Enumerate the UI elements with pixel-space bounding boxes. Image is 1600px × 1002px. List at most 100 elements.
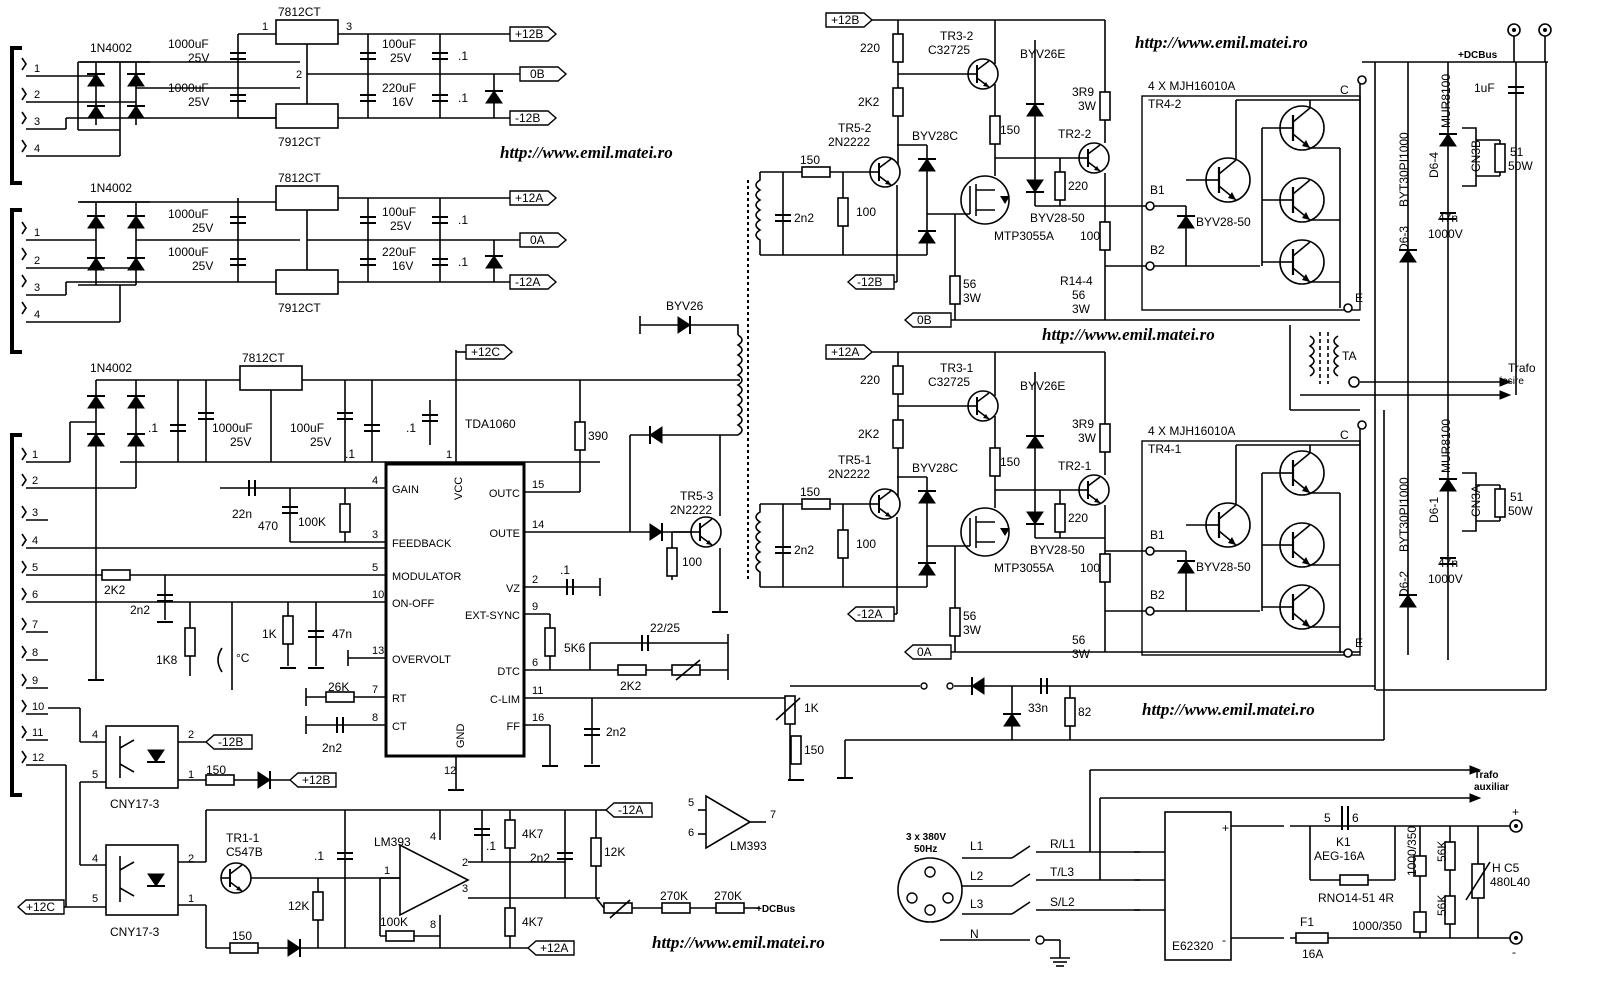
tr11-label: TR1-1 <box>226 831 260 845</box>
psu-a-section: 1N4002 1000uF 25V 1000uF 25V 7812CT 7912… <box>48 171 567 323</box>
r26k-label: 26K <box>328 680 349 694</box>
power-e-0: E <box>1355 291 1363 305</box>
main-conn-pin-10: 10 <box>32 701 44 713</box>
power-stage-tr4-1: 4 X MJH16010ATR4-1B1B2CEBYV28-50563WD6-1… <box>1072 419 1533 661</box>
r100k-label: 100K <box>298 515 326 529</box>
c2n2p-label: 2n2 <box>530 851 550 865</box>
power-r51w-1: 50W <box>1508 504 1533 518</box>
lm393-pin3: 3 <box>462 883 468 895</box>
power-name-1: TR4-1 <box>1148 442 1182 456</box>
psu-c-section: 1N4002 .1 1000uF 25V 7812CT 100uF 25V .1… <box>48 344 740 681</box>
c01-vz-label: .1 <box>560 563 570 577</box>
tda-right-pin-vz: VZ <box>506 583 520 595</box>
c-dec-c2: .1 <box>345 447 355 461</box>
r1k-label: 1K <box>262 627 277 641</box>
tda-left-pin-overvolt: OVERVOLT <box>392 654 451 666</box>
power-r14v-0: 56 <box>1072 288 1086 302</box>
c-in-a2-volt: 25V <box>192 259 213 273</box>
driver-r3r9w-1: 3W <box>1078 431 1097 445</box>
gnd-label: GND <box>455 724 467 749</box>
ntc-label: °C <box>236 651 250 665</box>
rail-p12b: +12B <box>515 27 543 41</box>
c-out-a2-volt: 16V <box>392 259 413 273</box>
power-mur-0: MUR8100 <box>1439 74 1453 128</box>
lm393b-label: LM393 <box>730 839 767 853</box>
r82-label: 82 <box>1078 705 1092 719</box>
opto1-pin5: 5 <box>92 769 98 781</box>
r150-out-label: 150 <box>804 743 824 757</box>
prot-m12a: -12A <box>618 803 643 817</box>
tda-left-pin-rt: RT <box>392 693 407 705</box>
reg-pin-1: 1 <box>262 21 268 33</box>
power-c-1: C <box>1340 428 1349 442</box>
tda-right-pin-oute: OUTE <box>489 528 520 540</box>
driver-r56w-0: 3W <box>963 291 982 305</box>
opto1-pin1: 1 <box>188 769 194 781</box>
r4k7a-label: 4K7 <box>522 827 544 841</box>
tda-right-pin-num-11: 11 <box>532 685 543 697</box>
tda-left-pin-num-13: 13 <box>372 645 384 657</box>
bridge-c-label: 1N4002 <box>90 361 132 375</box>
power-cn-0: CN3B <box>1469 140 1483 172</box>
rail-p12c: +12C <box>471 345 500 359</box>
tda-left-pin-num-8: 8 <box>372 712 378 724</box>
conn-b-pin1: 1 <box>34 63 40 75</box>
url-4: http://www.emil.matei.ro <box>1142 700 1315 719</box>
c-vcc-dec: .1 <box>406 421 416 435</box>
c1uf-label: 1uF <box>1474 81 1495 95</box>
main-conn-pin-6: 6 <box>32 589 38 601</box>
driver-c2n2-1: 2n2 <box>794 543 814 557</box>
c-out-b1-volt: 25V <box>390 51 411 65</box>
lm393b-pin5: 5 <box>688 797 694 809</box>
lm393-pin2: 2 <box>462 857 468 869</box>
driver-tr3-0: TR3-2 <box>940 29 974 43</box>
dcbus-out-label: +DCBus <box>1458 50 1498 61</box>
c-out-a1-value: 100uF <box>382 205 416 219</box>
fuse-val-label: 16A <box>1302 947 1323 961</box>
tda-left-pin-num-3: 3 <box>372 529 378 541</box>
driver-r220b-0: 220 <box>1068 179 1088 193</box>
main-conn-pin-2: 2 <box>32 475 38 487</box>
power-e-1: E <box>1355 636 1363 650</box>
c-dec-b2: .1 <box>458 91 468 105</box>
bridge-plus: + <box>1222 821 1229 835</box>
conn-a-pin1: 1 <box>34 227 40 239</box>
c2n2c-label: 2n2 <box>606 725 626 739</box>
power-r14-0: R14-4 <box>1060 274 1093 288</box>
driver-byv26e-1: BYV26E <box>1020 379 1065 393</box>
trafo-out-label: Trafo <box>1508 361 1536 375</box>
out-plus: + <box>1512 805 1519 819</box>
driver-tr3b-0: C32725 <box>928 43 970 57</box>
driver-byv26e-0: BYV26E <box>1020 47 1065 61</box>
rail-p12a: +12A <box>515 191 543 205</box>
out-minus: - <box>1512 945 1516 959</box>
r4k7b-label: 4K7 <box>522 915 544 929</box>
phase-l3: L3 <box>970 897 984 911</box>
rail-m12a: -12A <box>515 275 540 289</box>
c22-25-label: 22/25 <box>650 621 680 635</box>
mains-section: 3 x 380V 50Hz L1 L2 L3 N R/L1 T/L3 S/L2 … <box>897 770 1530 967</box>
driver-mos-0: MTP3055A <box>994 229 1054 243</box>
tr53b-label: 2N2222 <box>670 503 712 517</box>
power-r51w-0: 50W <box>1508 159 1533 173</box>
tda-right-pin-ff: FF <box>507 721 521 733</box>
tda-left-pin-gain: GAIN <box>392 484 419 496</box>
reg-a-neg-label: 7912CT <box>278 301 321 315</box>
tda-right-pin-dtc: DTC <box>497 666 520 678</box>
r1k8-label: 1K8 <box>156 653 178 667</box>
tda1060-label: TDA1060 <box>465 417 516 431</box>
gnd-pin: 12 <box>444 765 456 777</box>
plug-icon <box>897 857 963 923</box>
tda-right-pin-num-2: 2 <box>532 574 538 586</box>
driver-r220-0: 220 <box>860 41 880 55</box>
supply2-label: 50Hz <box>914 844 937 855</box>
c2n2-label: 2n2 <box>130 603 150 617</box>
lm393b-pin7: 7 <box>770 809 776 821</box>
line-tl3: T/L3 <box>1050 865 1074 879</box>
opto1-label: CNY17-3 <box>110 797 160 811</box>
driver-r56-1: 56 <box>963 609 977 623</box>
tda-left-pin-num-7: 7 <box>372 684 378 696</box>
driver-tr5-1: TR5-1 <box>838 453 872 467</box>
driver-rail-zero-0: 0B <box>917 313 932 327</box>
